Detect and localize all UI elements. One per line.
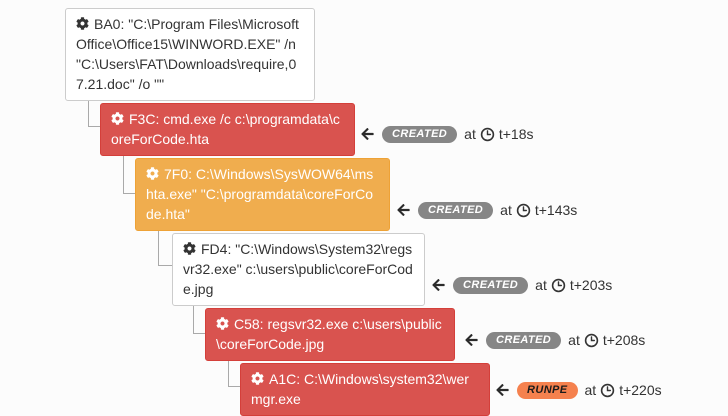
at-label: at [584, 382, 597, 398]
event-time: at t+18s [464, 126, 533, 142]
event-time: at t+203s [535, 277, 612, 293]
gear-icon [111, 109, 124, 129]
arrow-left-icon [360, 127, 375, 141]
clock-icon [584, 333, 599, 348]
clock-icon [551, 278, 566, 293]
process-node-f3c[interactable]: F3C: cmd.exe /c c:\programdata\coreForCo… [100, 103, 355, 156]
tree-connector [158, 228, 173, 266]
at-label: at [568, 332, 580, 348]
tree-connector [123, 148, 136, 194]
event-row-f3c: CREATED at t+18s [360, 124, 533, 144]
gear-icon [216, 314, 229, 334]
gear-icon [183, 239, 196, 259]
event-row-7f0: CREATED at t+143s [396, 200, 577, 220]
process-command: C58: regsvr32.exe c:\users\public\coreFo… [216, 316, 442, 352]
event-row-c58: CREATED at t+208s [464, 330, 645, 350]
process-node-c58[interactable]: C58: regsvr32.exe c:\users\public\coreFo… [205, 308, 455, 361]
process-command: BA0: "C:\Program Files\Microsoft Office\… [76, 16, 299, 92]
time-offset: t+208s [602, 332, 646, 348]
tree-connector [193, 297, 206, 334]
event-time: at t+220s [585, 382, 662, 398]
gear-icon [76, 14, 89, 34]
event-time: at t+143s [500, 202, 577, 218]
at-label: at [500, 202, 512, 218]
runpe-badge: RUNPE [517, 381, 578, 399]
time-offset: t+18s [498, 126, 534, 142]
process-command: 7F0: C:\Windows\SysWOW64\mshta.exe" "C:\… [146, 166, 374, 222]
created-badge: CREATED [382, 125, 458, 143]
time-offset: t+220s [619, 382, 662, 398]
process-node-7f0[interactable]: 7F0: C:\Windows\SysWOW64\mshta.exe" "C:\… [135, 158, 390, 231]
tree-connector [88, 92, 101, 127]
process-node-a1c[interactable]: A1C: C:\Windows\system32\wermgr.exe [240, 363, 490, 416]
arrow-left-icon [431, 278, 446, 292]
time-offset: t+203s [569, 277, 613, 293]
at-label: at [535, 277, 547, 293]
clock-icon [516, 203, 531, 218]
process-command: A1C: C:\Windows\system32\wermgr.exe [251, 371, 469, 407]
process-command: FD4: "C:\Windows\System32\regsvr32.exe" … [183, 241, 413, 297]
process-command: F3C: cmd.exe /c c:\programdata\coreForCo… [111, 111, 340, 147]
created-badge: CREATED [418, 201, 494, 219]
process-node-ba0[interactable]: BA0: "C:\Program Files\Microsoft Office\… [65, 8, 315, 101]
created-badge: CREATED [453, 276, 529, 294]
clock-icon [600, 383, 615, 398]
arrow-left-icon [495, 383, 510, 397]
gear-icon [251, 369, 264, 389]
event-time: at t+208s [568, 332, 645, 348]
time-offset: t+143s [534, 202, 578, 218]
arrow-left-icon [396, 203, 411, 217]
created-badge: CREATED [486, 331, 562, 349]
arrow-left-icon [464, 333, 479, 347]
event-row-fd4: CREATED at t+203s [431, 275, 612, 295]
process-node-fd4[interactable]: FD4: "C:\Windows\System32\regsvr32.exe" … [172, 233, 425, 306]
clock-icon [480, 127, 495, 142]
tree-connector [228, 358, 241, 387]
at-label: at [464, 126, 476, 142]
event-row-a1c: RUNPE at t+220s [495, 380, 662, 400]
gear-icon [146, 164, 159, 184]
